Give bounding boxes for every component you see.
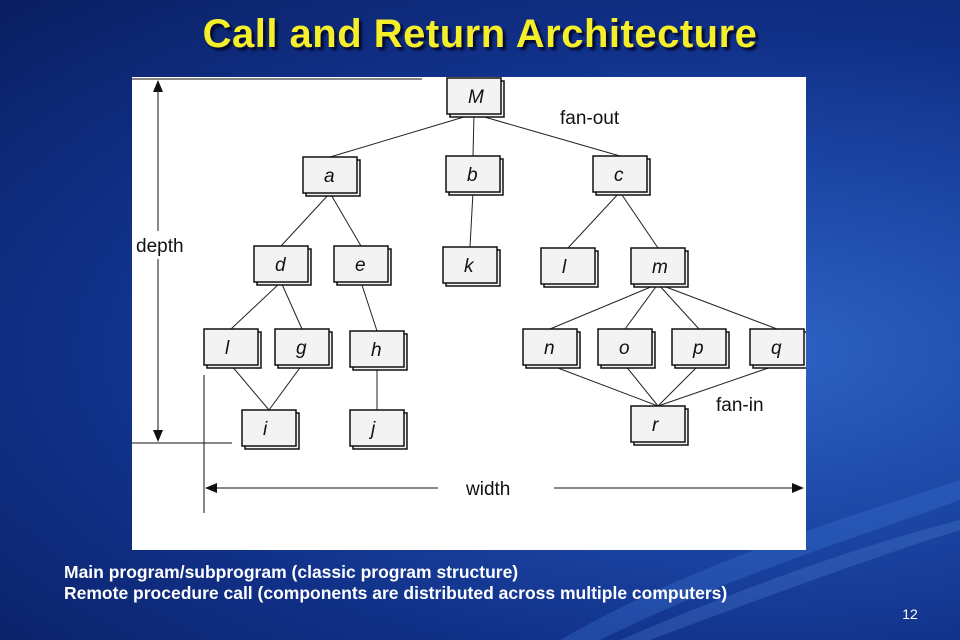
node-label: M <box>468 87 484 108</box>
node-j: j <box>349 409 408 450</box>
edge-a-e <box>329 192 362 247</box>
node-label: r <box>652 415 659 436</box>
edge-o-r <box>624 364 659 407</box>
node-box <box>203 328 259 366</box>
edge-g-i <box>268 364 303 411</box>
node-label: m <box>652 257 668 278</box>
node-box <box>241 409 297 447</box>
node-label: c <box>614 165 624 186</box>
node-b: b <box>445 155 504 196</box>
width-arrow-right <box>792 483 804 493</box>
page-number: 12 <box>902 606 918 622</box>
node-box <box>592 155 648 193</box>
node-box <box>333 245 389 283</box>
edge-c-l1 <box>567 191 621 249</box>
node-d: d <box>253 245 312 286</box>
edge-a-d <box>280 192 331 247</box>
node-q: q <box>749 328 806 369</box>
fan-in-label: fan-in <box>716 395 764 416</box>
node-box <box>445 155 501 193</box>
node-label: g <box>296 338 307 359</box>
edge-n-r <box>549 364 659 407</box>
node-box <box>349 409 405 447</box>
fan-out-label: fan-out <box>560 108 620 129</box>
node-box <box>274 328 330 366</box>
node-box <box>522 328 578 366</box>
node-h: h <box>349 330 408 371</box>
edge-e-h <box>360 281 378 332</box>
edge-m-p <box>657 283 700 330</box>
call-return-tree-diagram: depth width fan-out fan-in Ma b c d e k l m l g h n… <box>132 77 806 513</box>
width-arrow-left <box>205 483 217 493</box>
node-label: d <box>275 255 287 276</box>
node-label: j <box>368 419 376 440</box>
node-box <box>253 245 309 283</box>
edge-q-r <box>657 364 778 407</box>
node-c: c <box>592 155 651 196</box>
node-p: p <box>671 328 730 369</box>
depth-label: depth <box>136 236 184 257</box>
node-label: h <box>371 340 382 361</box>
edge-d-g <box>280 281 303 330</box>
node-label: p <box>692 338 704 359</box>
node-box <box>442 246 498 284</box>
caption-line-2: Remote procedure call (components are di… <box>64 583 728 603</box>
node-m: m <box>630 247 689 288</box>
node-label: i <box>263 419 268 440</box>
node-g: g <box>274 328 333 369</box>
node-k: k <box>442 246 501 287</box>
node-o: o <box>597 328 656 369</box>
edge-d-l2 <box>230 281 282 330</box>
edge-b-k <box>469 191 474 248</box>
edge-m-o <box>624 283 659 330</box>
edge-M-c <box>473 113 621 157</box>
node-label: k <box>464 256 475 277</box>
dimension-layer: depth width fan-out fan-in <box>132 78 804 513</box>
edge-M-b <box>472 113 475 157</box>
node-label: o <box>619 338 630 359</box>
node-label: l <box>562 257 567 278</box>
node-label: q <box>771 338 782 359</box>
edges-layer <box>230 113 778 411</box>
edge-l2-i <box>230 364 270 411</box>
edge-M-a <box>329 113 475 158</box>
node-box <box>349 330 405 368</box>
node-label: l <box>225 338 230 359</box>
node-box <box>597 328 653 366</box>
depth-arrow-top <box>153 80 163 92</box>
edge-c-m <box>619 191 659 249</box>
node-i: i <box>241 409 300 450</box>
node-box <box>749 328 805 366</box>
node-label: n <box>544 338 555 359</box>
node-box <box>446 77 502 115</box>
slide-title: Call and Return Architecture <box>202 12 758 56</box>
width-label: width <box>465 479 510 500</box>
edge-m-q <box>657 283 778 330</box>
node-l2: l <box>203 328 262 369</box>
node-M: M <box>446 77 505 118</box>
node-label: a <box>324 166 335 187</box>
node-box <box>671 328 727 366</box>
node-box <box>540 247 596 285</box>
node-box <box>630 247 686 285</box>
node-label: b <box>467 165 478 186</box>
node-l1: l <box>540 247 599 288</box>
edge-m-n <box>549 283 659 330</box>
edge-p-r <box>657 364 700 407</box>
node-box <box>302 156 358 194</box>
slide-caption: Main program/subprogram (classic program… <box>64 562 864 604</box>
node-label: e <box>355 255 366 276</box>
node-a: a <box>302 156 361 197</box>
depth-arrow-bottom <box>153 430 163 442</box>
node-r: r <box>630 405 689 446</box>
node-n: n <box>522 328 581 369</box>
caption-line-1: Main program/subprogram (classic program… <box>64 562 519 582</box>
nodes-layer: Ma b c d e k l m l g h n o p q i j r <box>203 77 806 450</box>
node-box <box>630 405 686 443</box>
node-e: e <box>333 245 392 286</box>
